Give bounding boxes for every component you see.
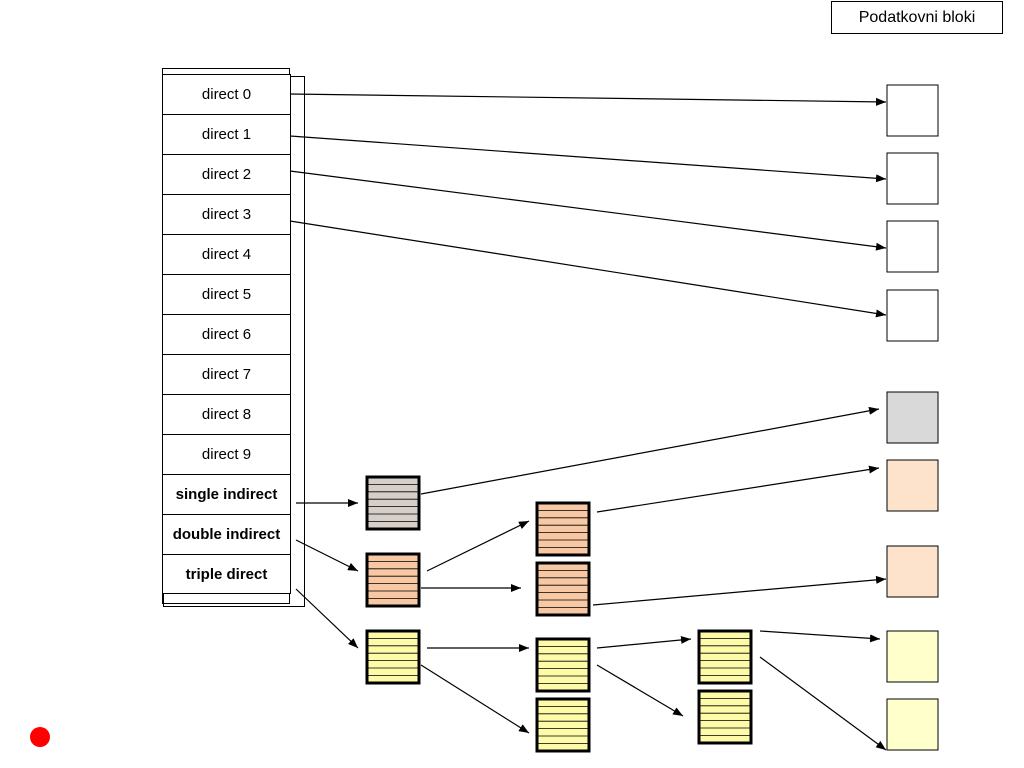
inode-slot-direct-4: direct 4 [162, 234, 291, 274]
data-block-d0 [886, 84, 939, 137]
inode-slot-single-indirect: single indirect [162, 474, 291, 514]
pointer-double-indirect [295, 539, 359, 572]
pointer-triple-to-l2-b [420, 664, 530, 734]
inode-slot-direct-6: direct 6 [162, 314, 291, 354]
triple-indirect-index [365, 629, 421, 685]
inode-slot-direct-2: direct 2 [162, 154, 291, 194]
inode-slot-direct-8: direct 8 [162, 394, 291, 434]
pointer-double-to-l2-a [426, 520, 530, 572]
double-indirect-l2-b [535, 561, 591, 617]
double-indirect-l2-a [535, 501, 591, 557]
triple-indirect-l2-a [535, 637, 591, 693]
data-block-d3 [886, 289, 939, 342]
data-block-double-2 [886, 545, 939, 598]
pointer-triple-indirect [295, 588, 359, 649]
pointer-direct-1 [289, 135, 887, 183]
inode-slot-triple-indirect: triple direct [162, 554, 291, 594]
data-block-d1 [886, 152, 939, 205]
data-block-d2 [886, 220, 939, 273]
data-block-triple-2 [886, 698, 939, 751]
pointer-triple-l3a-to-data-1 [759, 630, 881, 643]
data-block-single [886, 391, 939, 444]
pointer-direct-2 [289, 170, 887, 251]
red-marker-dot [30, 727, 50, 747]
triple-indirect-l3-b [697, 689, 753, 745]
inode-slot-direct-0: direct 0 [162, 74, 291, 114]
pointer-direct-3 [289, 220, 887, 318]
pointer-triple-l3a-to-data-2 [759, 656, 887, 751]
double-indirect-index [365, 552, 421, 608]
inode-slot-direct-1: direct 1 [162, 114, 291, 154]
triple-indirect-l3-a [697, 629, 753, 685]
pointer-double-l2b-to-data [592, 575, 887, 606]
triple-indirect-l2-b [535, 697, 591, 753]
pointer-direct-0 [289, 93, 887, 106]
single-indirect-index [365, 475, 421, 531]
data-block-triple-1 [886, 630, 939, 683]
inode-slot-direct-3: direct 3 [162, 194, 291, 234]
pointer-double-l2a-to-data [596, 465, 880, 513]
pointer-triple-l2a-to-l3-b [596, 664, 684, 717]
inode-slot-direct-7: direct 7 [162, 354, 291, 394]
inode-slot-direct-9: direct 9 [162, 434, 291, 474]
data-block-double-1 [886, 459, 939, 512]
title-label: Podatkovni bloki [831, 1, 1003, 34]
pointer-single-to-data [420, 406, 880, 495]
inode-slot-direct-5: direct 5 [162, 274, 291, 314]
pointer-triple-l2a-to-l3-a [596, 635, 692, 649]
inode-slot-double-indirect: double indirect [162, 514, 291, 554]
inode-table: direct 0 direct 1 direct 2 direct 3 dire… [162, 74, 291, 594]
